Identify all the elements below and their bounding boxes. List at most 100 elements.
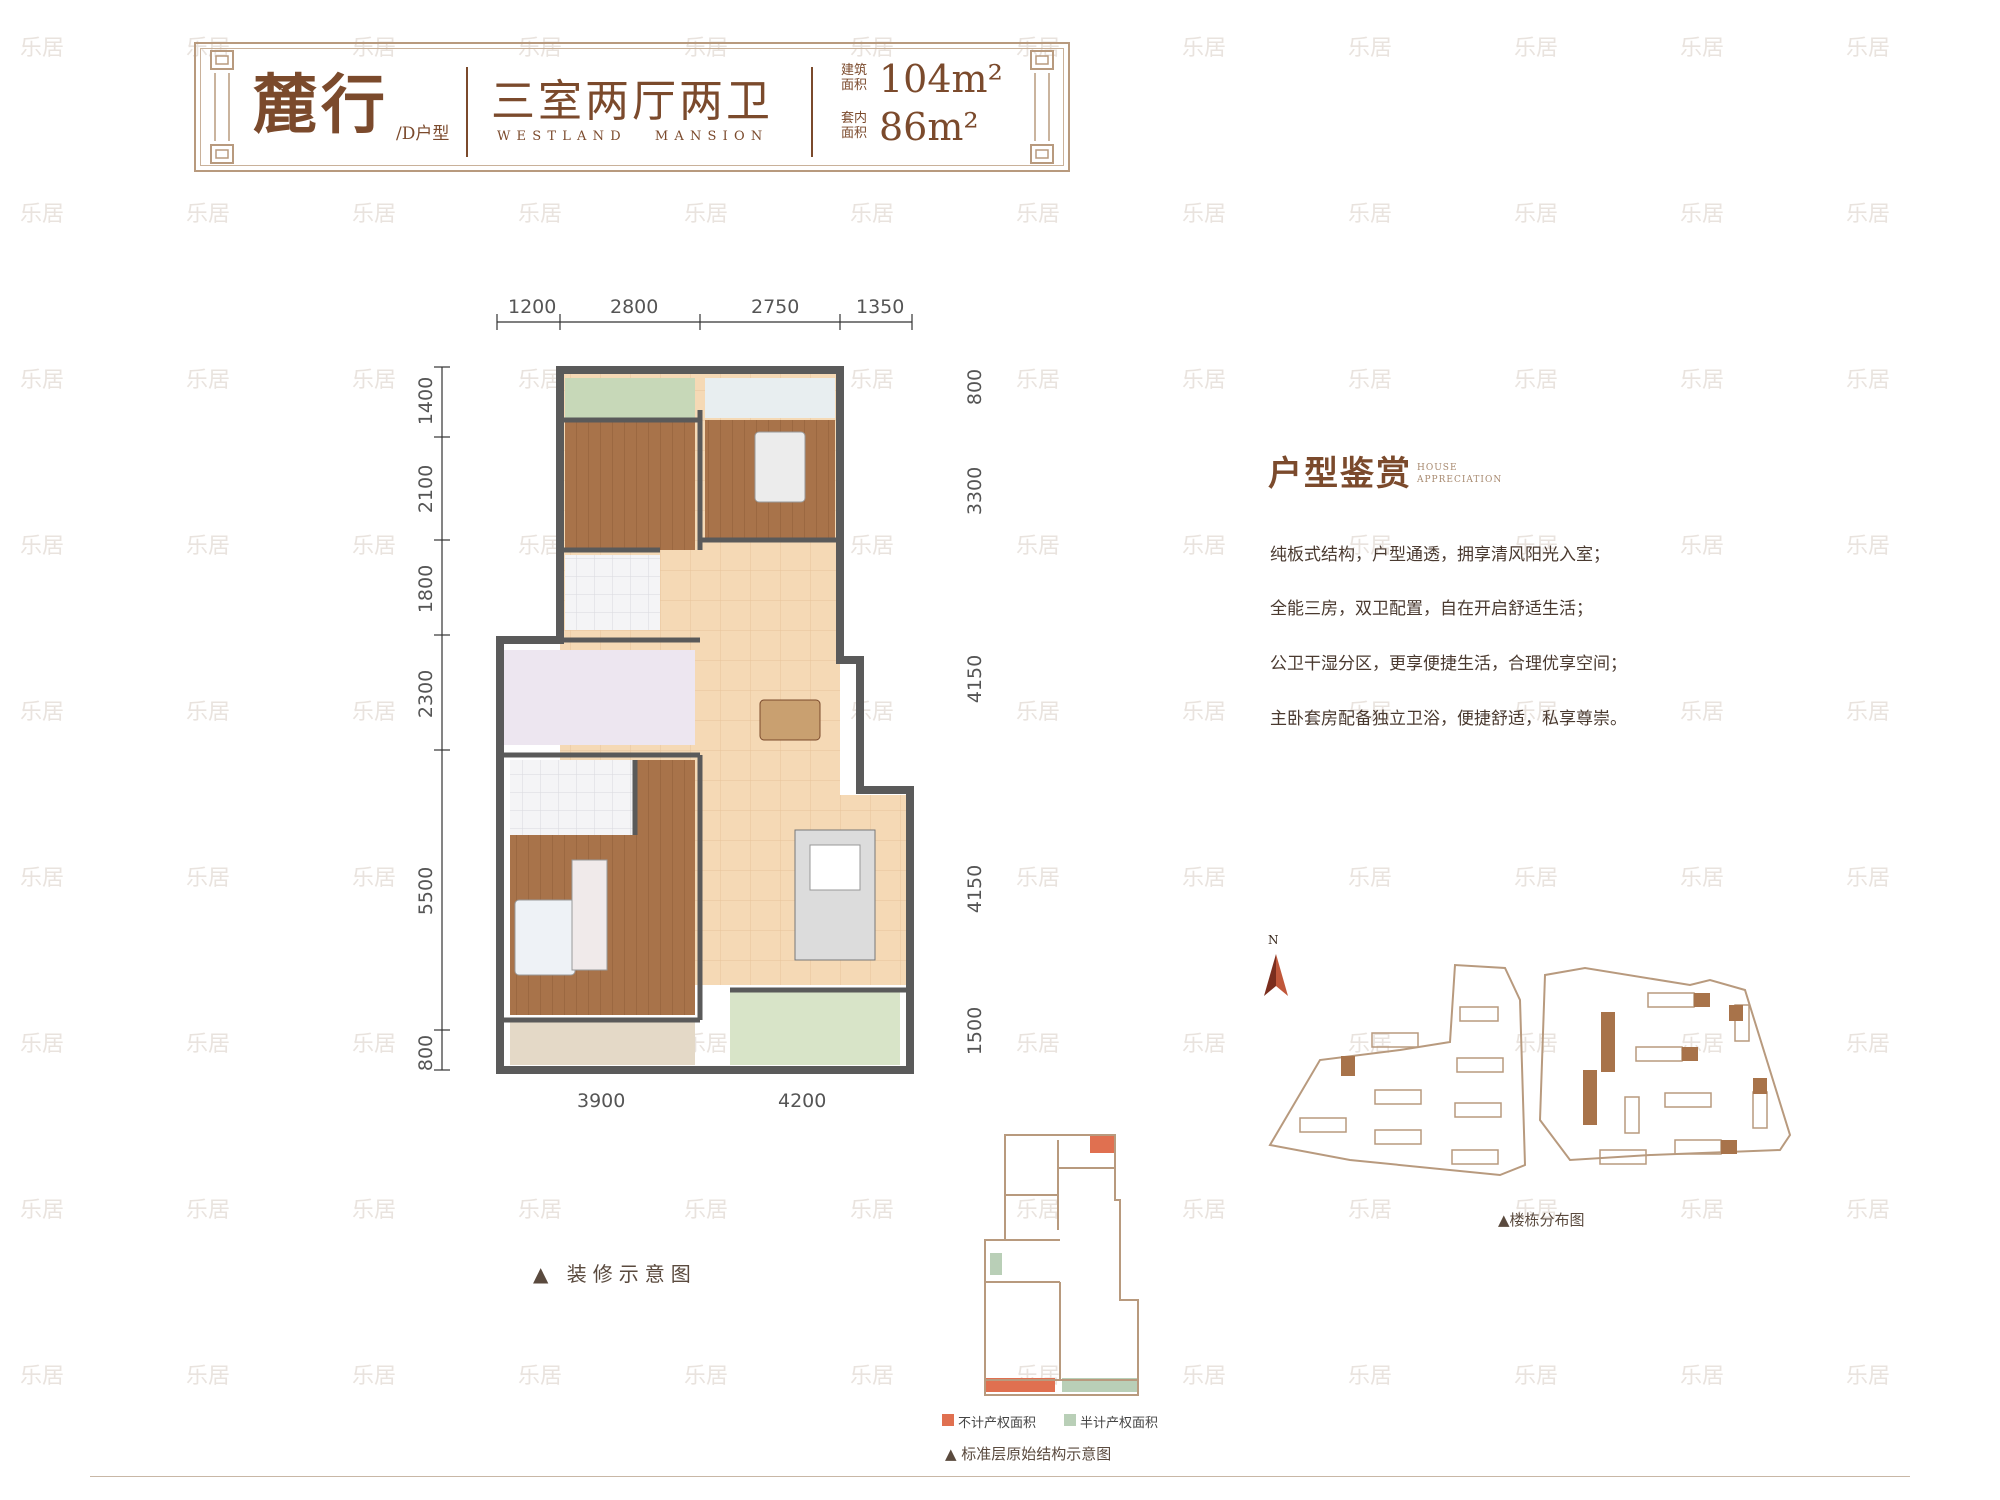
balcony-1 [565,378,695,418]
feature-3: 公卫干湿分区，更享便捷生活，合理优享空间； [1270,654,1627,674]
ornament-right-icon [1030,50,1054,164]
watermark: 乐居 [186,700,231,725]
dim-right-4: 4150 [964,864,987,914]
watermark: 乐居 [1182,36,1227,61]
watermark: 乐居 [186,1198,231,1223]
dim-bottom-1: 3900 [577,1090,626,1112]
watermark: 乐居 [1348,36,1393,61]
watermark: 乐居 [1016,866,1061,891]
dim-bottom-2: 4200 [778,1090,827,1112]
watermark: 乐居 [1016,534,1061,559]
net-area-label: 套内面积 [841,111,868,141]
structure-caption: ▲ 标准层原始结构示意图 [945,1445,1112,1463]
watermark: 乐居 [1182,1032,1227,1057]
structure-diagram [984,1134,1139,1396]
watermark: 乐居 [1182,534,1227,559]
watermark: 乐居 [1680,534,1725,559]
kitchen [500,650,695,745]
gross-area-label: 建筑面积 [841,63,868,93]
watermark: 乐居 [1514,368,1559,393]
balcony-3 [510,1020,695,1065]
watermark: 乐居 [1016,1032,1061,1057]
watermark: 乐居 [352,202,397,227]
appreciation-title-en-2: APPRECIATION [1417,475,1503,485]
watermark: 乐居 [1514,1364,1559,1389]
dim-top-2: 2800 [610,296,659,318]
watermark: 乐居 [1348,368,1393,393]
dim-left-6: 800 [415,1034,438,1072]
watermark: 乐居 [1016,700,1061,725]
appreciation-title-en-1: HOUSE [1417,463,1458,473]
watermark: 乐居 [1846,534,1891,559]
bedroom-1 [565,420,695,550]
project-name-en-1: WESTLAND [497,129,627,144]
watermark: 乐居 [20,368,65,393]
watermark: 乐居 [20,36,65,61]
watermark: 乐居 [20,534,65,559]
feature-1: 纯板式结构，户型通透，拥享清风阳光入室； [1270,545,1610,565]
dim-right-5: 1500 [964,1006,987,1056]
ornament-left-icon [210,50,234,164]
dim-top-3: 2750 [751,296,800,318]
dim-left-2: 2100 [415,464,438,514]
legend-half: 半计产权面积 [1080,1416,1159,1431]
floor-plan [434,314,914,1074]
decoration-caption: ▲ 装修示意图 [533,1262,697,1286]
legend-excluded-swatch [942,1414,954,1426]
watermark: 乐居 [1846,36,1891,61]
bottom-rule [90,1476,1910,1477]
bathroom-1 [565,555,660,630]
watermark: 乐居 [1680,202,1725,227]
divider [466,67,468,157]
room-layout: 三室两厅两卫 [491,76,773,127]
legend-half-swatch [1064,1414,1076,1426]
site-caption: ▲楼栋分布图 [1498,1211,1585,1229]
watermark: 乐居 [1182,368,1227,393]
watermark: 乐居 [1348,202,1393,227]
watermark: 乐居 [1680,1364,1725,1389]
watermark: 乐居 [518,202,563,227]
net-area-value: 86m² [879,105,979,149]
watermark: 乐居 [1514,202,1559,227]
watermark: 乐居 [1182,1198,1227,1223]
unit-type-label: /D户型 [396,124,450,144]
north-label: N [1268,933,1279,947]
appreciation-title-en: HOUSE APPRECIATION [1417,462,1502,486]
watermark: 乐居 [1016,368,1061,393]
watermark: 乐居 [186,534,231,559]
watermark: 乐居 [1846,368,1891,393]
watermark: 乐居 [1016,202,1061,227]
bathroom-2 [510,760,635,835]
gross-area-value: 104m² [879,57,1003,101]
dim-top-1: 1200 [508,296,557,318]
divider [811,67,813,157]
watermark: 乐居 [1182,866,1227,891]
watermark: 乐居 [1680,700,1725,725]
watermark: 乐居 [1182,202,1227,227]
watermark: 乐居 [186,1032,231,1057]
watermark: 乐居 [186,368,231,393]
watermark: 乐居 [518,1364,563,1389]
dim-left-4: 2300 [415,669,438,719]
legend-excluded: 不计产权面积 [958,1416,1037,1431]
site-map [1268,963,1792,1177]
watermark: 乐居 [20,866,65,891]
watermark: 乐居 [1846,866,1891,891]
watermark: 乐居 [684,202,729,227]
watermark: 乐居 [1846,700,1891,725]
watermark: 乐居 [1846,1364,1891,1389]
watermark: 乐居 [186,202,231,227]
watermark: 乐居 [20,700,65,725]
watermark: 乐居 [1514,866,1559,891]
dim-left-5: 5500 [415,866,438,916]
feature-2: 全能三房，双卫配置，自在开启舒适生活； [1270,599,1593,619]
watermark: 乐居 [20,1364,65,1389]
watermark: 乐居 [1182,700,1227,725]
watermark: 乐居 [518,1198,563,1223]
balcony-4 [730,990,900,1065]
watermark: 乐居 [20,1198,65,1223]
watermark: 乐居 [352,1198,397,1223]
